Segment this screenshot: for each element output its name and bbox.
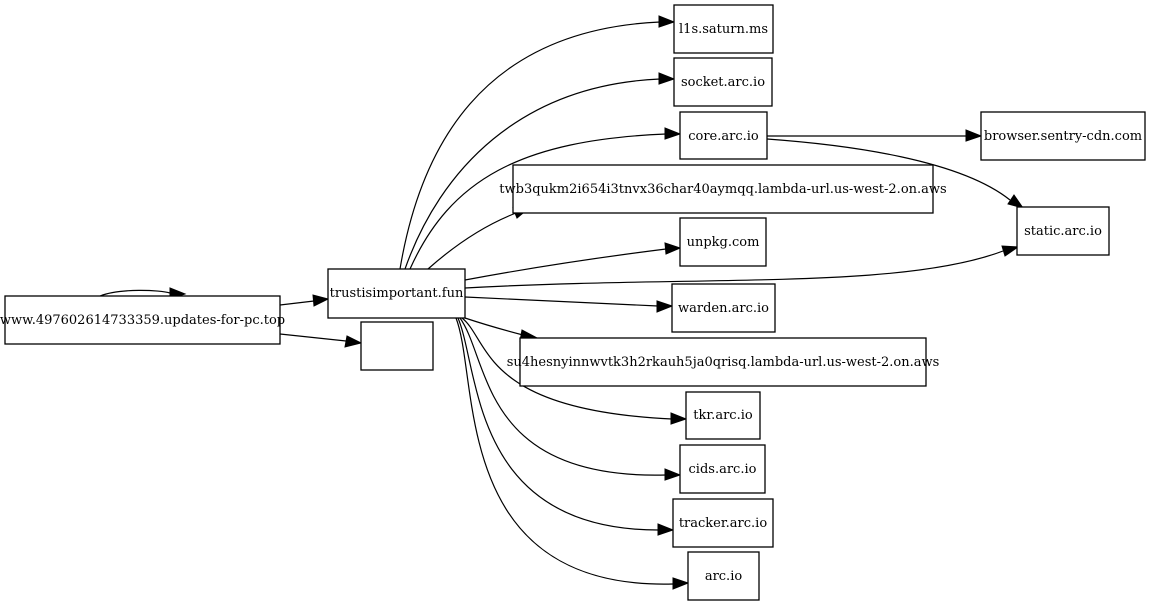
node-box <box>679 111 768 160</box>
arrowhead <box>344 335 363 348</box>
node-box <box>673 4 774 54</box>
node-tkr: tkr.arc.io <box>685 391 761 440</box>
node-sentry: browser.sentry-cdn.com <box>980 111 1146 161</box>
arrowhead <box>657 523 675 536</box>
arrowhead <box>656 300 674 313</box>
node-label: tracker.arc.io <box>679 516 767 531</box>
node-unpkg: unpkg.com <box>679 217 767 267</box>
node-box <box>679 217 767 267</box>
node-label: unpkg.com <box>687 235 760 250</box>
node-box <box>327 268 466 319</box>
edge-origin-blank <box>279 333 347 342</box>
node-label: browser.sentry-cdn.com <box>984 129 1142 144</box>
node-arc: arc.io <box>687 551 760 601</box>
node-label: www.497602614733359.updates-for-pc.top <box>0 313 285 328</box>
node-label: socket.arc.io <box>681 75 765 90</box>
arrowhead <box>672 577 690 590</box>
node-lambda2: su4hesnyinnwvtk3h2rkauh5ja0qrisq.lambda-… <box>507 337 940 387</box>
node-origin: www.497602614733359.updates-for-pc.top <box>0 295 285 345</box>
edge-hub-tracker <box>457 317 659 531</box>
edge-hub-static <box>464 250 1004 289</box>
node-label: twb3qukm2i654i3tnvx36char40aymqq.lambda-… <box>499 182 946 197</box>
node-box <box>687 551 760 601</box>
edge-core-static <box>766 138 1011 201</box>
edge-hub-unpkg <box>464 248 667 281</box>
edge-hub-lambda1 <box>427 212 517 270</box>
arrowhead <box>670 412 688 425</box>
node-box <box>672 498 774 548</box>
edges <box>99 15 1025 590</box>
edge-origin-self <box>99 289 171 297</box>
edge-hub-arc <box>455 317 674 585</box>
edge-hub-socket <box>404 78 661 270</box>
node-box <box>360 321 434 371</box>
node-box <box>4 295 281 345</box>
arrowhead <box>664 127 682 140</box>
edge-hub-saturn <box>399 21 661 270</box>
edge-hub-lambda2 <box>464 317 524 336</box>
node-label: core.arc.io <box>688 129 759 144</box>
node-static: static.arc.io <box>1016 206 1110 256</box>
node-label: l1s.saturn.ms <box>679 22 768 37</box>
node-box <box>671 283 776 333</box>
node-label: cids.arc.io <box>689 462 757 477</box>
arrowhead <box>312 294 330 307</box>
node-lambda1: twb3qukm2i654i3tnvx36char40aymqq.lambda-… <box>499 164 947 214</box>
edge-origin-hub <box>279 300 315 306</box>
node-box <box>980 111 1146 161</box>
node-blank <box>360 321 434 371</box>
arrowhead <box>664 242 682 255</box>
node-label: su4hesnyinnwvtk3h2rkauh5ja0qrisq.lambda-… <box>507 355 940 370</box>
node-cids: cids.arc.io <box>679 444 766 494</box>
node-label: arc.io <box>705 569 743 584</box>
node-box <box>512 164 934 214</box>
node-socket: socket.arc.io <box>673 57 773 107</box>
nodes: www.497602614733359.updates-for-pc.top t… <box>0 4 1146 601</box>
arrowhead <box>658 15 676 28</box>
node-label: tkr.arc.io <box>693 408 753 423</box>
node-box <box>519 337 927 387</box>
node-label: warden.arc.io <box>678 301 769 316</box>
edge-hub-cids <box>459 317 667 476</box>
edge-hub-warden <box>464 296 659 307</box>
node-tracker: tracker.arc.io <box>672 498 774 548</box>
node-box <box>673 57 773 107</box>
arrowhead <box>1001 245 1020 257</box>
arrowhead <box>1007 194 1025 209</box>
node-core: core.arc.io <box>679 111 768 160</box>
node-label: trustisimportant.fun <box>330 286 464 301</box>
arrowhead <box>965 129 983 142</box>
arrowhead <box>658 72 676 85</box>
node-box <box>1016 206 1110 256</box>
arrowhead <box>664 468 682 481</box>
edge-hub-core <box>409 133 667 270</box>
node-label: static.arc.io <box>1024 224 1102 239</box>
node-hub: trustisimportant.fun <box>327 268 466 319</box>
node-box <box>679 444 766 494</box>
node-box <box>685 391 761 440</box>
edge-hub-tkr <box>461 317 673 420</box>
node-warden: warden.arc.io <box>671 283 776 333</box>
node-saturn: l1s.saturn.ms <box>673 4 774 54</box>
